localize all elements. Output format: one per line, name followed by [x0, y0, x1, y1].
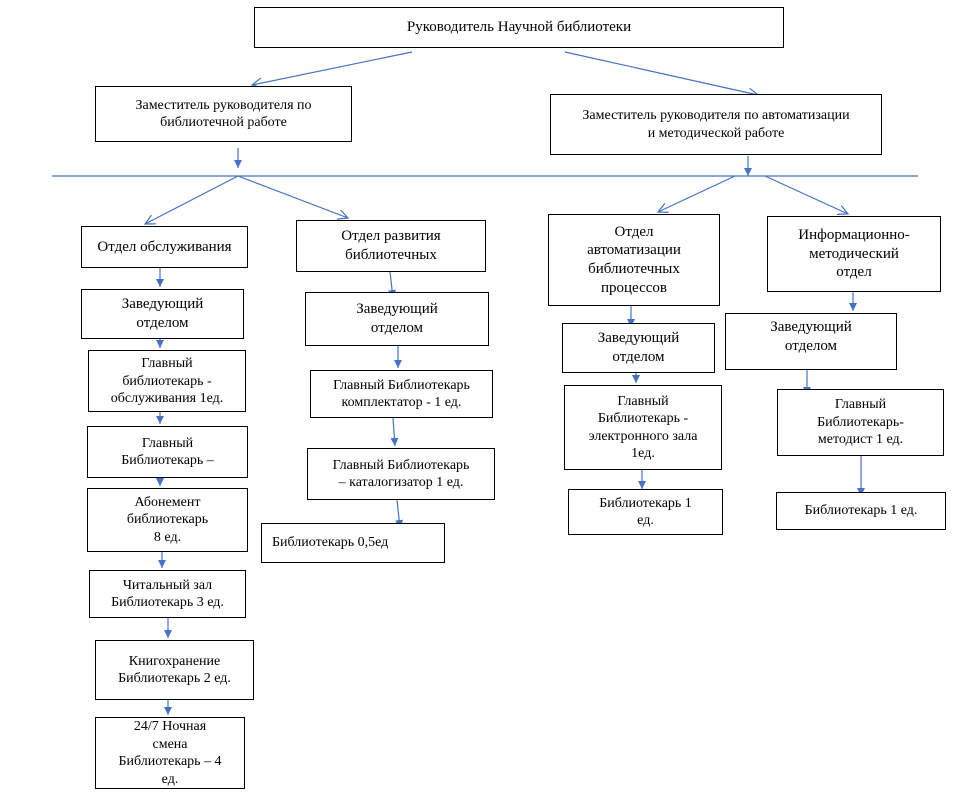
methodical-staff-3-label: Библиотекарь 1 ед. [804, 503, 918, 519]
automation-staff-2-label: Главный Библиотекарь - электронного зала… [588, 393, 698, 462]
methodical-staff-3: Библиотекарь 1 ед. [776, 492, 946, 530]
development-staff-2-label: Главный Библиотекарь комплектатор - 1 ед… [333, 377, 470, 411]
automation-staff-1: Заведующий отделом [562, 323, 715, 373]
dept-service-box: Отдел обслуживания [81, 226, 248, 268]
development-staff-4: Библиотекарь 0,5ед [261, 523, 445, 563]
arrow-to-methodical-dept [764, 175, 848, 214]
deputy-library-label: Заместитель руководителя по библиотечной… [135, 97, 312, 131]
development-staff-1-label: Заведующий отделом [356, 301, 438, 336]
development-staff-2: Главный Библиотекарь комплектатор - 1 ед… [310, 370, 493, 418]
dept-automation-box: Отдел автоматизации библиотечных процесс… [548, 214, 720, 306]
automation-staff-1-label: Заведующий отделом [597, 330, 680, 365]
deputy-library-box: Заместитель руководителя по библиотечной… [95, 86, 352, 142]
head-box: Руководитель Научной библиотеки [254, 7, 784, 48]
service-staff-5: Читальный зал Библиотекарь 3 ед. [89, 570, 246, 618]
arrow-to-development-dept [237, 175, 348, 218]
service-staff-7-label: 24/7 Ночная смена Библиотекарь – 4 ед. [118, 719, 222, 787]
development-staff-1: Заведующий отделом [305, 292, 489, 346]
service-staff-5-label: Читальный зал Библиотекарь 3 ед. [111, 577, 224, 611]
development-staff-3: Главный Библиотекарь – каталогизатор 1 е… [307, 448, 495, 500]
arrow-head-to-deputy-automation [564, 51, 758, 95]
methodical-staff-2: Главный Библиотекарь- методист 1 ед. [777, 389, 944, 456]
service-staff-6: Книгохранение Библиотекарь 2 ед. [95, 640, 254, 700]
service-staff-4-label: Абонемент библиотекарь 8 ед. [126, 494, 209, 545]
service-staff-7: 24/7 Ночная смена Библиотекарь – 4 ед. [95, 717, 245, 789]
dept-methodical-title: Информационно- методический отдел [798, 226, 910, 281]
dept-development-title: Отдел развития библиотечных [341, 228, 441, 263]
service-staff-3: Главный Библиотекарь – [87, 426, 248, 478]
arrow-to-service-dept [145, 175, 239, 224]
deputy-automation-label: Заместитель руководителя по автоматизаци… [582, 108, 850, 141]
service-staff-2: Главный библиотекарь - обслуживания 1ед. [88, 350, 246, 412]
service-staff-1-label: Заведующий отделом [121, 296, 204, 331]
dept-development-box: Отдел развития библиотечных [296, 220, 486, 272]
deputy-automation-box: Заместитель руководителя по автоматизаци… [550, 94, 882, 155]
methodical-staff-2-label: Главный Библиотекарь- методист 1 ед. [817, 397, 904, 448]
service-staff-4: Абонемент библиотекарь 8 ед. [87, 488, 248, 552]
dept-service-title: Отдел обслуживания [97, 238, 232, 255]
service-staff-6-label: Книгохранение Библиотекарь 2 ед. [118, 653, 231, 687]
head-title: Руководитель Научной библиотеки [406, 19, 632, 36]
dept-automation-title: Отдел автоматизации библиотечных процесс… [587, 223, 681, 296]
service-staff-3-label: Главный Библиотекарь – [121, 435, 214, 469]
methodical-staff-1: Заведующий отделом [725, 313, 897, 370]
development-staff-3-label: Главный Библиотекарь – каталогизатор 1 е… [332, 457, 470, 491]
dept-methodical-box: Информационно- методический отдел [767, 216, 941, 292]
arrow-to-automation-dept [658, 175, 736, 212]
arrow-head-to-deputy-library [252, 51, 413, 85]
methodical-staff-1-label: Заведующий отделом [770, 319, 852, 354]
service-staff-1: Заведующий отделом [81, 289, 244, 339]
automation-staff-3-label: Библиотекарь 1 ед. [599, 495, 692, 529]
development-staff-4-label: Библиотекарь 0,5ед [272, 535, 389, 551]
automation-staff-2: Главный Библиотекарь - электронного зала… [564, 385, 722, 470]
service-staff-2-label: Главный библиотекарь - обслуживания 1ед. [110, 356, 224, 406]
automation-staff-3: Библиотекарь 1 ед. [568, 489, 723, 535]
